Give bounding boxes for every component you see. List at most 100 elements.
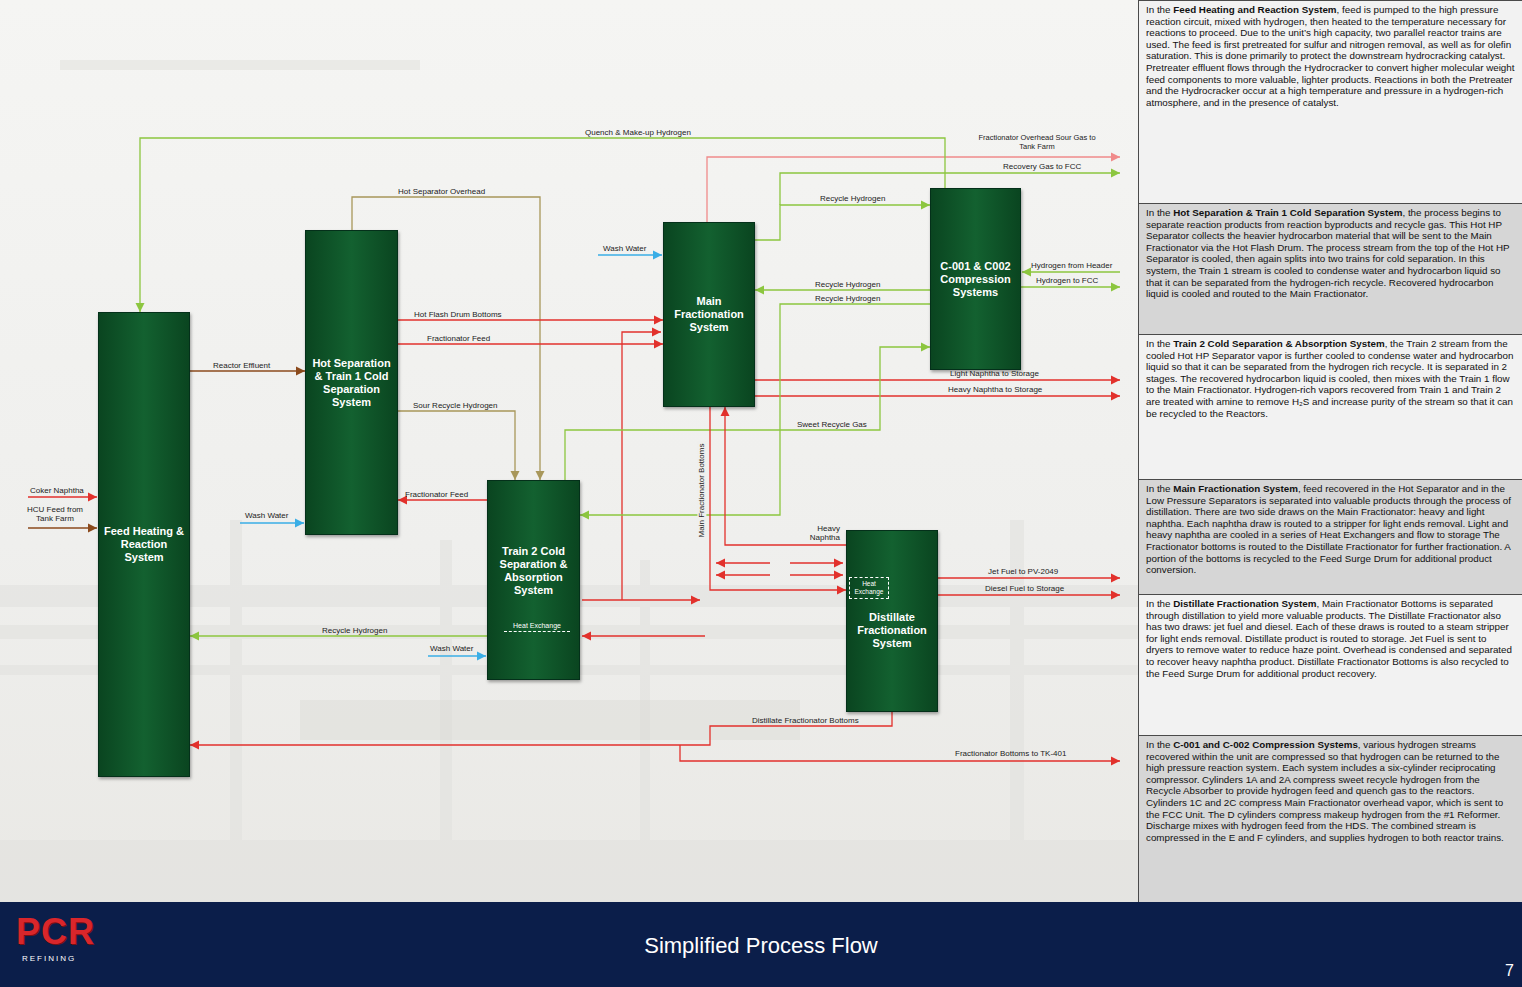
stream-connector bbox=[398, 411, 515, 480]
panel-paragraph: In theC-001 and C-002 Compression System… bbox=[1146, 739, 1516, 843]
heavy-naphtha-line bbox=[755, 395, 1120, 396]
stream-label: Recovery Gas to FCC bbox=[1003, 162, 1081, 171]
wash-water-line bbox=[428, 655, 486, 656]
stream-label: Distillate Fractionator Bottoms bbox=[752, 716, 859, 725]
stream-label: Quench & Make-up Hydrogen bbox=[585, 128, 691, 137]
panel-text: In the bbox=[1146, 4, 1171, 15]
panel-heading: Main Fractionation System bbox=[1173, 483, 1298, 494]
slide-title: Simplified Process Flow bbox=[0, 933, 1522, 959]
logo-mark: PCR bbox=[16, 912, 95, 952]
panel-text: In the bbox=[1146, 338, 1171, 349]
stream-label: Jet Fuel to PV-2049 bbox=[988, 567, 1058, 576]
liquid-line bbox=[790, 574, 843, 575]
panel-text: , feed recovered in the Hot Separator an… bbox=[1146, 483, 1511, 575]
stream-connector bbox=[140, 138, 945, 312]
panel-text: In the bbox=[1146, 483, 1171, 494]
liquid-line bbox=[716, 562, 770, 563]
stream-label: Light Naphtha to Storage bbox=[950, 369, 1039, 378]
process-box: C-001 & C002 Compression Systems bbox=[930, 188, 1021, 370]
description-panel: In theC-001 and C-002 Compression System… bbox=[1138, 735, 1522, 902]
process-box: Main Fractionation System bbox=[663, 222, 755, 407]
process-box: Hot Separation & Train 1 Cold Separation… bbox=[305, 230, 398, 535]
stream-label: Recycle Hydrogen bbox=[820, 194, 885, 203]
stream-label: Recycle Hydrogen bbox=[322, 626, 387, 635]
process-box: Train 2 Cold Separation & Absorption Sys… bbox=[487, 480, 580, 680]
diesel-line bbox=[938, 594, 1120, 595]
process-box: Feed Heating & Reaction System bbox=[98, 312, 190, 777]
stream-label: Sweet Recycle Gas bbox=[797, 420, 867, 429]
light-naphtha-line bbox=[755, 379, 1120, 380]
panel-heading: Hot Separation & Train 1 Cold Separation… bbox=[1173, 207, 1402, 218]
description-panel: In theMain Fractionation System, feed re… bbox=[1138, 479, 1522, 594]
box-title: Hot Separation & Train 1 Cold Separation… bbox=[310, 357, 393, 409]
stream-label: Wash Water bbox=[603, 244, 646, 253]
box-title: Train 2 Cold Separation & Absorption Sys… bbox=[492, 545, 575, 597]
stream-label: Wash Water bbox=[245, 511, 288, 520]
bottoms-tank-line bbox=[680, 745, 1120, 761]
stream-label: Reactor Effluent bbox=[213, 361, 270, 370]
hydrogen-fcc-line bbox=[1021, 286, 1120, 287]
description-panel: In theHot Separation & Train 1 Cold Sepa… bbox=[1138, 203, 1522, 334]
stream-label: Fractionator Feed bbox=[405, 490, 468, 499]
stream-label: Fractionator Overhead Sour Gas to Tank F… bbox=[972, 133, 1102, 151]
stream-label: Coker Naphtha bbox=[30, 486, 84, 495]
panel-text: In the bbox=[1146, 739, 1171, 750]
stream-label: Heavy Naphtha bbox=[800, 524, 840, 542]
stream-label: Hydrogen to FCC bbox=[1036, 276, 1098, 285]
description-panel: In theFeed Heating and Reaction System, … bbox=[1138, 0, 1522, 203]
wash-water-line bbox=[598, 254, 662, 255]
panel-text: , feed is pumped to the high pressure re… bbox=[1146, 4, 1514, 108]
sour-gas-line bbox=[707, 157, 1120, 222]
stream-connector bbox=[755, 205, 930, 240]
jet-fuel-line bbox=[938, 577, 1120, 578]
stream-label: HCU Feed from Tank Farm bbox=[22, 505, 88, 523]
liquid-line bbox=[716, 574, 770, 575]
stream-label: Sour Recycle Hydrogen bbox=[413, 401, 497, 410]
stream-connector bbox=[398, 499, 487, 500]
panel-paragraph: In theMain Fractionation System, feed re… bbox=[1146, 483, 1516, 576]
heat-exchange-note: Heat Exchange bbox=[504, 622, 570, 632]
stream-connector bbox=[398, 343, 663, 344]
description-panel: In theDistillate Fractionation System, M… bbox=[1138, 594, 1522, 735]
box-title: C-001 & C002 Compression Systems bbox=[935, 260, 1016, 299]
panel-heading: Train 2 Cold Separation & Absorption Sys… bbox=[1173, 338, 1384, 349]
liquid-line bbox=[582, 599, 700, 600]
logo-text: REFINING bbox=[22, 954, 76, 964]
stream-label: Recycle Hydrogen bbox=[815, 294, 880, 303]
box-title: Distillate Fractionation System bbox=[851, 611, 933, 650]
stream-label: Wash Water bbox=[430, 644, 473, 653]
stream-label: Hot Flash Drum Bottoms bbox=[414, 310, 502, 319]
panel-text: , the process begins to separate reactio… bbox=[1146, 207, 1509, 299]
stream-label: Hot Separator Overhead bbox=[398, 187, 485, 196]
stream-label: Fractionator Feed bbox=[427, 334, 490, 343]
stream-connector bbox=[398, 319, 663, 320]
stream-connector bbox=[710, 407, 846, 590]
panel-text: , Main Fractionator Bottoms is separated… bbox=[1146, 598, 1512, 679]
process-box: Distillate Fractionation SystemHeat Exch… bbox=[846, 530, 938, 712]
panel-heading: Distillate Fractionation System bbox=[1173, 598, 1316, 609]
stream-label: Diesel Fuel to Storage bbox=[985, 584, 1064, 593]
stream-connector bbox=[755, 289, 930, 290]
liquid-line bbox=[582, 635, 705, 636]
page-number: 7 bbox=[1505, 962, 1514, 980]
stream-connector bbox=[190, 370, 305, 371]
stream-label: Fractionator Bottoms to TK-401 bbox=[955, 749, 1066, 758]
coker-naphtha-line bbox=[28, 496, 97, 497]
stream-label: Recycle Hydrogen bbox=[815, 280, 880, 289]
panel-paragraph: In theTrain 2 Cold Separation & Absorpti… bbox=[1146, 338, 1516, 419]
stream-connector bbox=[190, 712, 892, 745]
wash-water-line bbox=[240, 522, 304, 523]
stream-connector bbox=[580, 304, 930, 515]
hcu-feed-line bbox=[28, 527, 97, 528]
panel-heading: Feed Heating and Reaction System bbox=[1173, 4, 1336, 15]
box-title: Feed Heating & Reaction System bbox=[103, 525, 185, 564]
hydrogen-header-line bbox=[1022, 271, 1120, 272]
panel-paragraph: In theDistillate Fractionation System, M… bbox=[1146, 598, 1516, 679]
stream-connector bbox=[190, 635, 487, 636]
liquid-line bbox=[622, 332, 661, 600]
stream-label: Heavy Naphtha to Storage bbox=[948, 385, 1042, 394]
panel-heading: C-001 and C-002 Compression Systems bbox=[1173, 739, 1358, 750]
box-title: Main Fractionation System bbox=[668, 295, 750, 334]
description-panel: In theTrain 2 Cold Separation & Absorpti… bbox=[1138, 334, 1522, 479]
